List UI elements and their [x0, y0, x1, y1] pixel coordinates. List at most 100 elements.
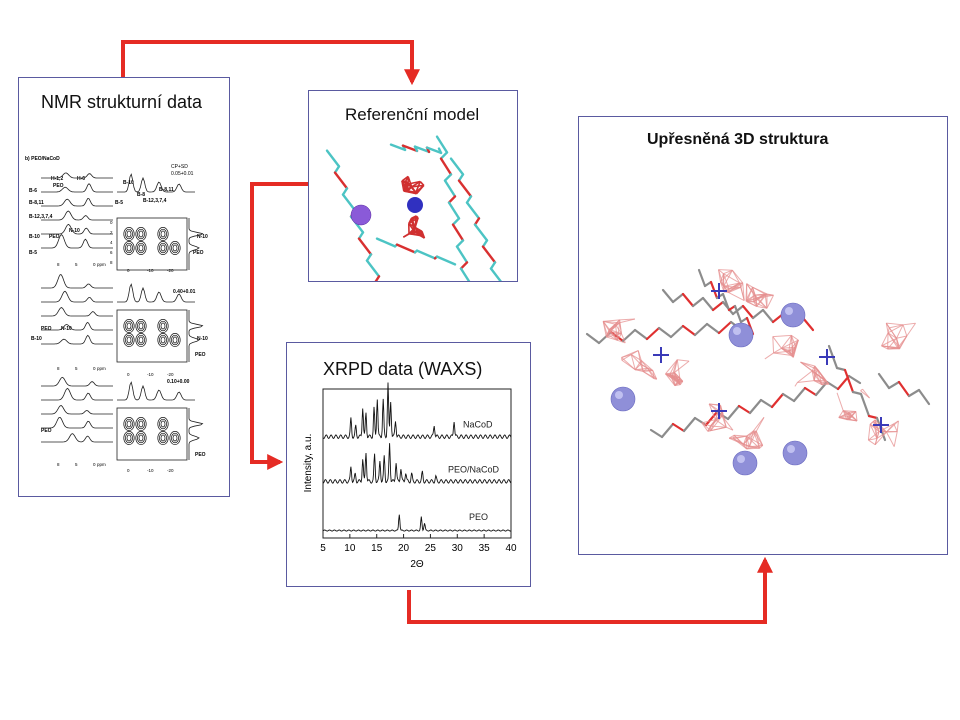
- bond: [907, 388, 921, 398]
- refined-structure-panel: Upřesněná 3D struktura: [578, 116, 948, 555]
- cage-bond: [800, 361, 813, 372]
- nmr-tick-label: 8: [110, 260, 113, 265]
- cage-bond: [795, 339, 799, 348]
- cage-bond: [718, 269, 733, 271]
- nmr-1d-trace: [41, 405, 113, 415]
- nmr-header-ratio: 0.05+0.01: [171, 171, 194, 177]
- nmr-2d-spectra: [116, 217, 204, 461]
- cage-bond: [821, 380, 827, 386]
- refined-boron-cages: [602, 269, 916, 450]
- bond: [703, 280, 713, 288]
- cage-bond: [788, 339, 799, 352]
- cage-bond: [731, 269, 744, 284]
- cage-bond: [881, 345, 900, 349]
- cage-bond: [748, 431, 757, 447]
- bond: [704, 410, 719, 427]
- cage-bond: [605, 329, 610, 338]
- xrpd-xlabel: 2Θ: [410, 559, 424, 570]
- cage-bond: [729, 435, 747, 439]
- nmr-2d-box: [116, 407, 188, 461]
- cage-bond: [630, 354, 642, 365]
- nmr-peak-label: PEO: [49, 234, 60, 240]
- cage-bond: [408, 217, 419, 225]
- nmr-1d-trace: [41, 198, 113, 207]
- nmr-1d-trace: [41, 416, 113, 429]
- nmr-contour: [160, 322, 166, 330]
- cage-bond: [773, 352, 793, 357]
- cage-bond: [401, 180, 405, 192]
- nmr-contour: [159, 320, 167, 332]
- nmr-peak-label: B-8: [137, 192, 145, 198]
- bond: [437, 147, 443, 155]
- nmr-projection-right: [188, 310, 204, 362]
- bond: [481, 239, 489, 248]
- bond: [660, 422, 675, 439]
- cage-bond: [621, 350, 639, 358]
- nmr-contour: [126, 336, 132, 344]
- xrpd-tick-label: 30: [452, 543, 464, 554]
- nmr-contour: [135, 333, 147, 347]
- nmr-contour: [159, 432, 167, 444]
- nmr-contour: [137, 228, 145, 240]
- cage-bond: [710, 415, 723, 431]
- bond: [877, 372, 891, 390]
- nmr-tick-label: 8: [57, 262, 60, 267]
- reference-model-title: Referenční model: [345, 105, 480, 124]
- cage-bond: [701, 419, 716, 424]
- nmr-contour: [137, 334, 145, 346]
- nmr-contour: [125, 418, 133, 430]
- nmr-peak-label: B-10: [31, 336, 42, 342]
- xrpd-tick-label: 40: [505, 543, 517, 554]
- bond: [649, 428, 664, 439]
- nmr-contour: [157, 241, 169, 255]
- nmr-contour: [160, 244, 166, 252]
- cage-bond: [665, 373, 673, 377]
- xrpd-tick-label: 10: [344, 543, 356, 554]
- cage-bond: [797, 380, 815, 383]
- xrpd-series-label: NaCoD: [463, 420, 493, 430]
- cage-bond: [746, 444, 763, 450]
- bond: [457, 173, 465, 182]
- nmr-contour: [159, 228, 167, 240]
- nmr-1d-trace: [41, 274, 113, 289]
- nmr-1d-trace: [41, 210, 113, 221]
- xrpd-tick-label: 15: [371, 543, 383, 554]
- nmr-contour: [160, 230, 166, 238]
- bond: [781, 392, 796, 403]
- nmr-contour: [138, 434, 144, 442]
- cage-bond: [746, 435, 763, 446]
- cage-bond: [603, 319, 620, 322]
- xrpd-line-peo-nacod: [322, 443, 512, 484]
- cage-bond: [788, 335, 792, 352]
- cage-bond: [887, 332, 900, 349]
- bond: [389, 143, 407, 152]
- cage-bond: [746, 301, 757, 307]
- nmr-2d-box: [116, 217, 188, 271]
- bond: [897, 380, 911, 398]
- cage-bond: [869, 424, 878, 439]
- cage-bond: [817, 369, 827, 382]
- cage-bond: [419, 234, 425, 239]
- nmr-peak-label: PEO: [193, 250, 204, 256]
- cage-bond: [755, 417, 765, 432]
- cage-bond: [881, 345, 888, 350]
- nmr-tick-label: 5: [75, 462, 78, 467]
- bond: [792, 386, 807, 403]
- nmr-tick-label: -20: [167, 268, 174, 273]
- bond: [365, 253, 373, 262]
- cage-bond: [869, 423, 887, 433]
- cage-bond: [722, 413, 727, 428]
- bond: [451, 217, 461, 226]
- bond: [374, 275, 381, 281]
- bond: [691, 296, 705, 308]
- sodium-atom: [782, 440, 808, 466]
- arrow-xrpd-to-refined: [407, 556, 773, 624]
- cage-bond: [874, 419, 878, 439]
- bond: [657, 326, 673, 339]
- nmr-peak-label: B-12,3,7,4: [143, 198, 167, 204]
- nmr-contour: [135, 241, 147, 255]
- nmr-peak-label: N-10: [197, 336, 208, 342]
- cage-bond: [887, 332, 897, 339]
